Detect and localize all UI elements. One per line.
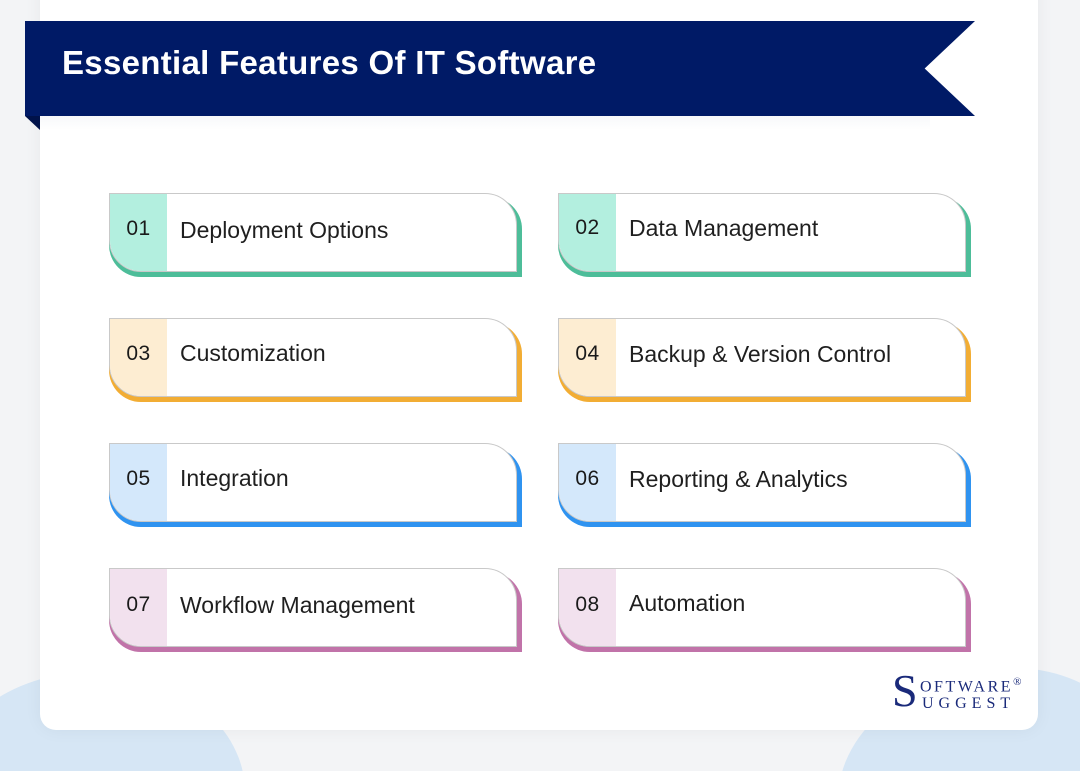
- feature-card-07: 07 Workflow Management: [109, 568, 522, 652]
- feature-card-body: 03 Customization: [109, 318, 517, 397]
- feature-label: Backup & Version Control: [629, 341, 892, 367]
- feature-number: 08: [575, 593, 600, 616]
- feature-card-04: 04 Backup & Version Control: [558, 318, 971, 402]
- feature-label: Workflow Management: [180, 592, 415, 618]
- page-title: Essential Features Of IT Software: [62, 44, 597, 81]
- feature-number-box: [110, 194, 167, 271]
- feature-card-body: 08 Automation: [558, 568, 966, 647]
- feature-number-box: [559, 569, 616, 646]
- feature-number: 03: [126, 342, 151, 365]
- feature-number-box: [110, 444, 167, 521]
- feature-card-08: 08 Automation: [558, 568, 971, 652]
- feature-card-06: 06 Reporting & Analytics: [558, 443, 971, 527]
- feature-label: Automation: [629, 590, 746, 616]
- feature-card-body: 06 Reporting & Analytics: [558, 443, 966, 522]
- logo-word-oftware: OFTWARE: [920, 678, 1014, 696]
- feature-card-body: 05 Integration: [109, 443, 517, 522]
- feature-label: Deployment Options: [180, 217, 389, 243]
- feature-number-box: [559, 319, 616, 396]
- feature-card-02: 02 Data Management: [558, 193, 971, 277]
- feature-number: 07: [126, 593, 151, 616]
- feature-number: 06: [575, 467, 600, 490]
- feature-number-box: [110, 569, 167, 646]
- feature-card-03: 03 Customization: [109, 318, 522, 402]
- feature-number: 02: [575, 216, 600, 239]
- feature-card-01: 01 Deployment Options: [109, 193, 522, 277]
- feature-card-05: 05 Integration: [109, 443, 522, 527]
- softwaresuggest-logo: S OFTWARE® UGGEST: [892, 668, 1032, 718]
- feature-label: Data Management: [629, 215, 819, 241]
- feature-card-body: 01 Deployment Options: [109, 193, 517, 272]
- logo-line2: UGGEST: [922, 695, 1016, 712]
- feature-number-box: [559, 444, 616, 521]
- feature-label: Integration: [180, 465, 289, 491]
- feature-card-body: 02 Data Management: [558, 193, 966, 272]
- feature-label: Reporting & Analytics: [629, 466, 848, 492]
- registered-mark-icon: ®: [1013, 676, 1022, 688]
- title-banner: [25, 21, 975, 116]
- feature-number-box: [559, 194, 616, 271]
- feature-card-body: 07 Workflow Management: [109, 568, 517, 647]
- feature-number: 04: [575, 342, 600, 365]
- logo-line1: OFTWARE®: [920, 677, 1021, 695]
- feature-number-box: [110, 319, 167, 396]
- feature-card-body: 04 Backup & Version Control: [558, 318, 966, 397]
- feature-number: 01: [126, 217, 151, 240]
- logo-initial: S: [892, 665, 918, 716]
- feature-number: 05: [126, 467, 151, 490]
- feature-label: Customization: [180, 340, 326, 366]
